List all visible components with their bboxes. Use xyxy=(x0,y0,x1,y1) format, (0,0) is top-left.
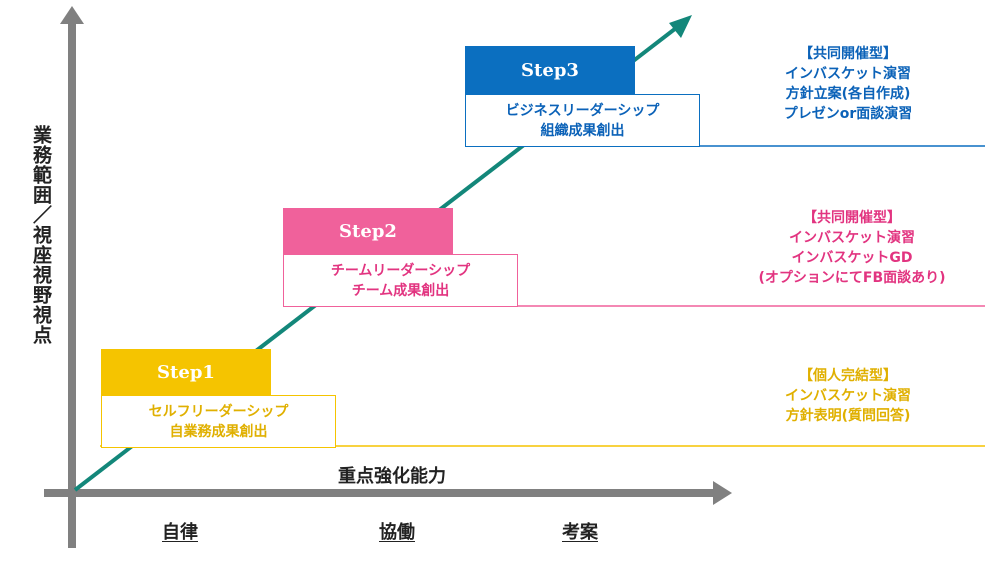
x-axis-label: 重点強化能力 xyxy=(338,466,446,487)
growth-trend-arrowhead xyxy=(669,15,692,38)
y-axis-arrowhead xyxy=(60,6,84,24)
step2-note-line-4: (オプションにてFB面談あり) xyxy=(758,270,946,286)
tick-collaboration: 協働 xyxy=(379,522,415,543)
step3-note-line-4: プレゼンor面談演習 xyxy=(783,106,913,122)
step1-header: Step1 xyxy=(101,349,271,395)
step1-note: 【個人完結型】 インバスケット演習 方針表明(質問回答) xyxy=(748,366,948,426)
step2-header: Step2 xyxy=(283,208,453,254)
step3-note-line-3: 方針立案(各自作成) xyxy=(785,86,911,102)
step1-note-line-1: 【個人完結型】 xyxy=(799,368,897,384)
step2-line-2: チーム成果創出 xyxy=(351,282,450,299)
tick-ideation: 考案 xyxy=(562,522,598,543)
step2-line-1: チームリーダーシップ xyxy=(330,262,471,279)
step3-box: ビジネスリーダーシップ 組織成果創出 xyxy=(465,94,700,147)
step1-line-2: 自業務成果創出 xyxy=(169,423,268,440)
step3-header: Step3 xyxy=(465,46,635,94)
step3-note-line-1: 【共同開催型】 xyxy=(799,46,897,62)
step3-line-1: ビジネスリーダーシップ xyxy=(505,102,660,119)
step3-note: 【共同開催型】 インバスケット演習 方針立案(各自作成) プレゼンor面談演習 xyxy=(748,44,948,124)
step2-note-line-1: 【共同開催型】 xyxy=(803,210,901,226)
tick-autonomy: 自律 xyxy=(162,522,198,543)
step1-note-line-2: インバスケット演習 xyxy=(785,388,911,404)
step2-box: チームリーダーシップ チーム成果創出 xyxy=(283,254,518,307)
step1-line-1: セルフリーダーシップ xyxy=(148,403,289,420)
step3-note-line-2: インバスケット演習 xyxy=(785,66,911,82)
x-axis-arrowhead xyxy=(713,481,732,505)
step2-note: 【共同開催型】 インバスケット演習 インバスケットGD (オプションにてFB面談… xyxy=(722,208,982,288)
step3-line-2: 組織成果創出 xyxy=(540,122,625,139)
step2-note-line-2: インバスケット演習 xyxy=(789,230,915,246)
step2-note-line-3: インバスケットGD xyxy=(791,250,913,266)
step1-box: セルフリーダーシップ 自業務成果創出 xyxy=(101,395,336,448)
y-axis-label: 業務範囲／視座視野視点 xyxy=(30,125,52,345)
step1-note-line-3: 方針表明(質問回答) xyxy=(785,408,911,424)
